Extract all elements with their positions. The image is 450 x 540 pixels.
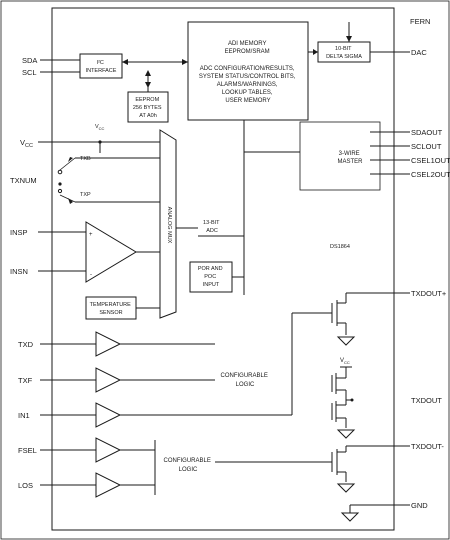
input-buffer-txd — [40, 331, 215, 357]
delta-sigma-label: 10-BIT DELTA SIGMA — [326, 46, 362, 60]
adi-memory-label: ADI MEMORY EEPROM/SRAM ADC CONFIGURATION… — [199, 41, 297, 104]
pin-csel1out: CSEL1OUT — [411, 156, 450, 165]
ground-4 — [340, 512, 360, 522]
chip-boundary — [51, 7, 395, 531]
input-buffer-fsel — [40, 437, 155, 463]
pin-vcc-left: VCC — [20, 138, 33, 149]
pin-csel2out: CSEL2OUT — [411, 170, 450, 179]
differential-amplifier — [85, 221, 137, 283]
pin-fern: FERN — [410, 17, 430, 26]
ground-1 — [336, 336, 356, 346]
pin-sdaout: SDAOUT — [411, 128, 443, 137]
pin-txdout: TXDOUT — [411, 396, 442, 405]
i2c-interface-block — [79, 53, 123, 79]
temperature-sensor-label: TEMPERATURE SENSOR — [90, 302, 133, 316]
input-buffer-txf — [40, 367, 215, 393]
ground-3 — [336, 483, 356, 493]
configurable-logic-2: CONFIGURABLE LOGIC — [163, 458, 212, 473]
pin-scl: SCL — [22, 68, 37, 77]
pin-sclout: SCLOUT — [411, 142, 442, 151]
pin-txd: TXD — [18, 340, 34, 349]
configurable-logic-1: CONFIGURABLE LOGIC — [220, 373, 269, 388]
pin-sda: SDA — [22, 56, 37, 65]
adc-label: 13-BIT ADC — [203, 220, 221, 234]
three-wire-master-label: 3-WIRE MASTER — [337, 151, 363, 165]
pin-dac: DAC — [411, 48, 427, 57]
vcc-right-label: VCC — [340, 358, 350, 365]
analog-mux-label: ANALOG MUX — [166, 207, 172, 244]
amp-plus: + — [89, 232, 93, 238]
analog-mux — [159, 129, 177, 319]
part-number: DS1864 — [330, 244, 350, 250]
eeprom-label: EEPROM 256 BYTES AT A0h — [133, 97, 163, 119]
transistor-txdout-plus — [331, 292, 410, 335]
adi-memory-block — [187, 21, 309, 121]
pin-in1: IN1 — [18, 411, 30, 420]
i2c-interface-label: I²C INTERFACE — [86, 60, 117, 74]
pin-los: LOS — [18, 481, 33, 490]
pin-insp: INSP — [10, 228, 28, 237]
amp-minus: - — [90, 272, 92, 278]
pin-insn: INSN — [10, 267, 28, 276]
por-label: POR AND POC INPUT — [198, 266, 224, 288]
txp-label: TXP — [80, 192, 91, 198]
pin-gnd: GND — [411, 501, 428, 510]
pin-txdout-plus: TXDOUT+ — [411, 289, 447, 298]
ground-2 — [336, 429, 356, 439]
three-wire-master-block — [299, 121, 381, 191]
pin-txnum: TXNUM — [10, 176, 37, 185]
vcc-mux-label: VCC — [95, 124, 105, 131]
txb-label: TXB — [80, 156, 91, 162]
pin-fsel: FSEL — [18, 446, 37, 455]
pin-txf: TXF — [18, 376, 33, 385]
transistor-txdout-minus — [331, 445, 410, 482]
transistor-pair-middle — [331, 373, 354, 428]
input-buffer-in1 — [40, 402, 270, 428]
pin-txdout-minus: TXDOUT- — [411, 442, 444, 451]
input-buffer-los — [40, 472, 155, 498]
